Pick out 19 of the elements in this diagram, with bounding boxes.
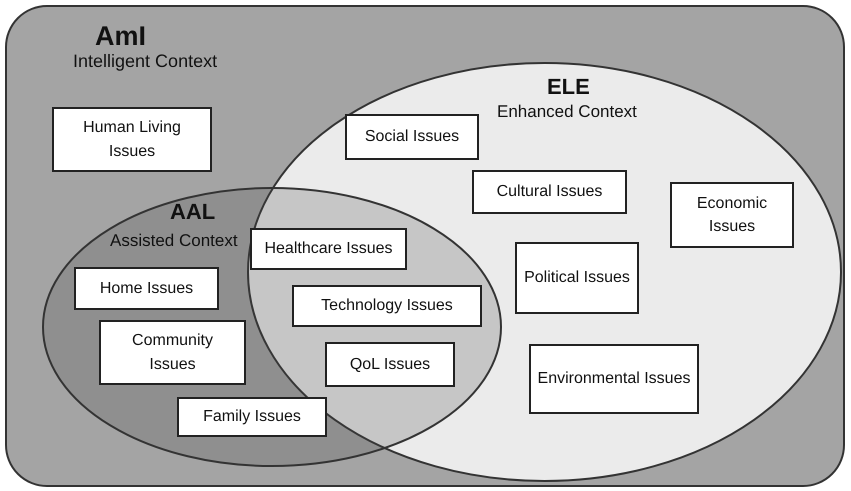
issue-box: Political Issues [515, 242, 639, 314]
issue-box: Cultural Issues [472, 170, 627, 214]
issue-box: Healthcare Issues [250, 228, 407, 270]
issue-box: Home Issues [74, 267, 219, 310]
issue-box: QoL Issues [325, 342, 455, 387]
set-title: ELE [547, 74, 590, 100]
issue-box: Technology Issues [292, 285, 482, 327]
issue-box: Social Issues [345, 114, 479, 160]
issue-box: Community Issues [99, 320, 246, 385]
set-subtitle: Assisted Context [110, 231, 238, 251]
context-panel [5, 5, 845, 487]
issue-box: Human Living Issues [52, 107, 212, 172]
issue-box: Family Issues [177, 397, 327, 437]
issue-box: Environmental Issues [529, 344, 699, 414]
set-subtitle: Enhanced Context [497, 102, 637, 122]
set-subtitle: Intelligent Context [73, 51, 218, 72]
issue-box: Economic Issues [670, 182, 794, 248]
set-title: AAL [170, 199, 216, 225]
set-title: AmI [95, 21, 146, 52]
